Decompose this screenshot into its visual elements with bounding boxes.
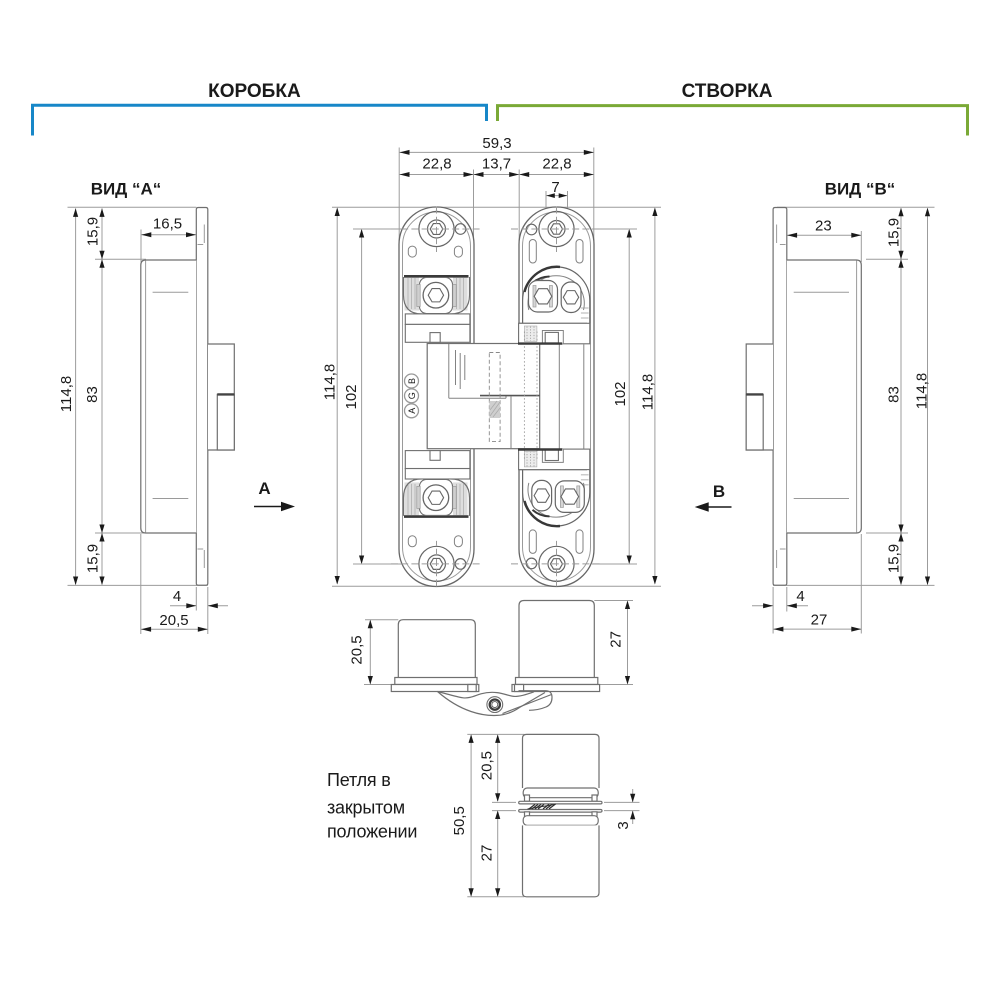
svg-text:114,8: 114,8 bbox=[640, 374, 657, 410]
svg-text:15,9: 15,9 bbox=[886, 218, 903, 247]
svg-text:102: 102 bbox=[343, 384, 360, 409]
svg-text:83: 83 bbox=[84, 386, 101, 403]
svg-text:114,8: 114,8 bbox=[58, 376, 75, 412]
svg-text:7: 7 bbox=[551, 179, 559, 196]
svg-text:закрытом: закрытом bbox=[327, 797, 405, 817]
svg-text:КОРОБКА: КОРОБКА bbox=[208, 81, 301, 102]
svg-text:114,8: 114,8 bbox=[913, 373, 930, 409]
svg-text:83: 83 bbox=[886, 386, 903, 403]
svg-text:114,8: 114,8 bbox=[322, 364, 339, 400]
svg-text:27: 27 bbox=[608, 631, 625, 648]
svg-text:4: 4 bbox=[173, 588, 181, 605]
svg-text:22,8: 22,8 bbox=[422, 156, 451, 173]
svg-text:4: 4 bbox=[796, 588, 804, 605]
svg-text:27: 27 bbox=[479, 845, 496, 862]
svg-text:А: А bbox=[258, 479, 270, 498]
svg-text:B: B bbox=[407, 378, 417, 384]
svg-text:СТВОРКА: СТВОРКА bbox=[682, 81, 773, 102]
svg-text:В: В bbox=[713, 482, 725, 501]
svg-text:G: G bbox=[407, 392, 417, 399]
svg-text:22,8: 22,8 bbox=[542, 156, 571, 173]
svg-text:15,9: 15,9 bbox=[85, 544, 102, 573]
svg-text:20,5: 20,5 bbox=[349, 635, 366, 664]
svg-text:50,5: 50,5 bbox=[451, 806, 468, 835]
svg-text:15,9: 15,9 bbox=[886, 544, 903, 573]
svg-text:20,5: 20,5 bbox=[479, 751, 496, 780]
svg-text:ВИД “В“: ВИД “В“ bbox=[825, 180, 896, 199]
svg-text:16,5: 16,5 bbox=[153, 216, 182, 233]
svg-text:3: 3 bbox=[615, 821, 632, 829]
svg-text:Петля в: Петля в bbox=[327, 770, 391, 790]
svg-text:ВИД “А“: ВИД “А“ bbox=[91, 180, 162, 199]
svg-text:13,7: 13,7 bbox=[482, 156, 511, 173]
svg-text:20,5: 20,5 bbox=[159, 612, 188, 629]
svg-text:положении: положении bbox=[327, 821, 417, 841]
svg-text:23: 23 bbox=[815, 218, 832, 235]
svg-text:102: 102 bbox=[612, 381, 629, 406]
svg-text:15,9: 15,9 bbox=[85, 217, 102, 246]
svg-text:A: A bbox=[407, 408, 417, 414]
svg-text:27: 27 bbox=[811, 612, 828, 629]
svg-text:59,3: 59,3 bbox=[482, 135, 511, 152]
